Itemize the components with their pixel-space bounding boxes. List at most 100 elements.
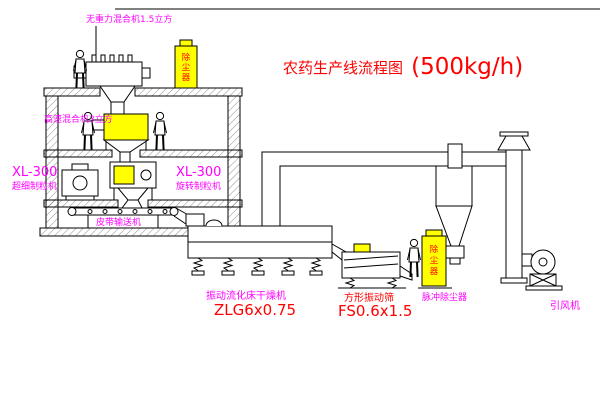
stack-cap xyxy=(497,135,531,151)
label-dust-collector: 脉冲除尘器 xyxy=(422,291,467,303)
lower-slab-right xyxy=(147,199,243,208)
label-gravity-mixer: 无重力混合机1.5立方 xyxy=(86,13,172,25)
dryer-base-pad xyxy=(309,270,323,276)
dryer-base-pad xyxy=(191,270,205,276)
dryer-spring xyxy=(192,257,204,271)
belt-roller xyxy=(132,209,138,214)
label-sieve-name: 方形振动筛 xyxy=(344,291,394,304)
dust-box-char: 尘 xyxy=(430,255,439,266)
sieve-spring xyxy=(344,277,356,289)
belt-roller xyxy=(102,209,108,214)
dust-box-body xyxy=(174,45,198,89)
fan-base xyxy=(525,285,563,291)
person-figure xyxy=(72,49,88,89)
sieve-outlet-spout xyxy=(399,265,413,281)
granulator-b-cone xyxy=(116,187,150,201)
label-fan: 引风机 xyxy=(550,299,580,312)
dust-box-char: 尘 xyxy=(182,62,191,73)
stack-body xyxy=(505,149,523,283)
dryer-dome xyxy=(205,219,223,227)
sieve-spring xyxy=(386,277,398,289)
dryer-base-pad xyxy=(221,270,235,276)
diagram-title: 农药生产线流程图 (500kg/h) xyxy=(283,54,523,80)
belt-roller xyxy=(162,209,168,214)
dryer-spring xyxy=(252,257,264,271)
label-sieve-model: FS0.6x1.5 xyxy=(338,302,412,320)
stack-cap-plate xyxy=(499,131,529,137)
dryer-spring xyxy=(282,257,294,271)
cyclone-cylinder xyxy=(435,165,473,207)
belt-roller xyxy=(117,209,123,214)
mixer-end-box xyxy=(141,67,151,79)
mixer-nozzle xyxy=(118,54,124,63)
stack-base-flange xyxy=(500,277,528,284)
dust-box-char: 器 xyxy=(430,267,439,277)
mixer-nozzle xyxy=(109,54,115,63)
sieve-deck xyxy=(343,255,399,261)
dryer-spring xyxy=(222,257,234,271)
lower-slab-left xyxy=(43,199,119,208)
mixer-nozzle xyxy=(91,54,97,63)
mixer-nozzle xyxy=(100,54,106,63)
mid-slab-right xyxy=(139,149,243,158)
cyclone-separator xyxy=(435,143,473,265)
mixer-discharge-pipe xyxy=(110,101,125,115)
belt-pulley xyxy=(67,207,77,216)
dust-collector-unit-top: 除 尘 器 xyxy=(174,39,198,89)
belt-conveyor xyxy=(67,207,191,228)
mid-slab-left xyxy=(43,149,113,158)
person-figure xyxy=(152,111,168,151)
dust-box-cap xyxy=(425,229,443,237)
pulse-dust-collector-unit: 除 尘 器 xyxy=(418,229,452,289)
conveyor-chute xyxy=(173,215,187,225)
exhaust-stack xyxy=(497,131,531,284)
dust-box-body xyxy=(421,235,447,287)
dust-box-cap xyxy=(179,39,193,47)
dust-box-char: 除 xyxy=(430,244,439,255)
granulator-b-drum xyxy=(140,169,152,181)
label-granulator-center-name: 旋转制粒机 xyxy=(176,180,221,192)
dryer-feed-inlet xyxy=(185,213,205,227)
top-slab-left xyxy=(43,87,101,97)
label-granulator-left-name: 超细制粒机 xyxy=(12,180,57,192)
mixer-trough xyxy=(85,61,143,87)
fan-frame-brace xyxy=(529,273,557,287)
induced-draft-fan xyxy=(521,249,563,291)
granulator-center xyxy=(109,161,157,209)
mixer-nozzle xyxy=(127,54,133,63)
fan-inlet-duct xyxy=(521,253,533,267)
hs-mixer-pipe xyxy=(119,151,131,163)
gravity-mixer xyxy=(73,26,151,115)
granulator-b-chute xyxy=(121,199,129,209)
dust-box-char: 除 xyxy=(182,52,191,63)
diagram-title-text: 农药生产线流程图 xyxy=(283,59,403,77)
fluid-bed-dryer xyxy=(185,213,333,276)
label-granulator-left-model: XL-300 xyxy=(12,165,57,180)
cyclone-discharge xyxy=(449,257,461,265)
granulator-a-drum xyxy=(72,175,88,191)
building-structure xyxy=(39,87,255,237)
cyclone-exhaust-stub xyxy=(447,143,463,169)
sieve-deck xyxy=(343,263,399,269)
cyclone-outlet-box xyxy=(445,245,465,259)
dryer-base-pad xyxy=(281,270,295,276)
high-speed-mixer xyxy=(91,113,150,163)
granulator-b-chute xyxy=(137,199,143,209)
sieve-body xyxy=(341,251,401,279)
label-granulator-center-model: XL-300 xyxy=(176,165,221,180)
label-belt-conveyor: 皮带输送机 xyxy=(96,216,141,228)
top-slab-right xyxy=(134,87,243,97)
label-dryer-name: 振动流化床干燥机 xyxy=(206,289,286,302)
dryer-spring xyxy=(310,257,322,271)
person-figure xyxy=(406,238,422,278)
belt-roller xyxy=(147,209,153,214)
mixer-discharge-cone xyxy=(99,85,136,103)
granulator-b-panel xyxy=(113,165,135,185)
belt-pulley xyxy=(169,207,179,216)
label-high-speed-mixer: 高速混合机3立方 xyxy=(44,113,113,125)
granulator-left xyxy=(61,163,99,200)
dust-box-char: 器 xyxy=(182,73,191,83)
hs-mixer-body xyxy=(103,113,149,141)
